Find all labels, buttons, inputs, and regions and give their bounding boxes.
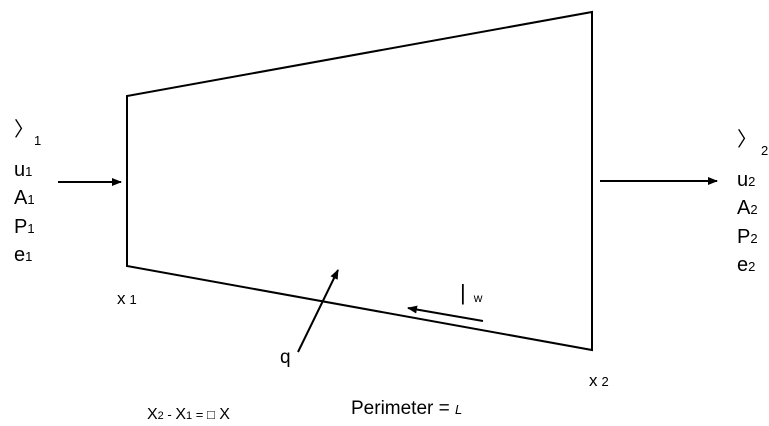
wall-shear-label: |w [460,280,483,305]
outlet-density-label: 〉2 [737,129,768,158]
inlet-energy-label: e1 [14,244,32,266]
wall-shear-arrow [407,305,484,322]
heat-label: q [280,347,291,368]
outlet-energy-label: e2 [737,254,755,276]
inlet-velocity-label: u1 [14,159,32,181]
perimeter-label: Perimeter = L [351,398,462,419]
outlet-velocity-label: u2 [737,169,755,191]
inlet-properties: 〉1 u1 A1 P1 e1 [14,119,41,266]
inlet-density-label: 〉1 [14,119,41,148]
inlet-pressure-label: P1 [14,216,35,238]
length-equation: X2 - X1 = □ X [147,406,230,423]
outlet-pressure-label: P2 [737,226,758,248]
control-volume-outline [126,10,593,352]
outlet-properties: 〉2 u2 A2 P2 e2 [737,129,768,276]
outlet-area-label: A2 [737,197,758,219]
heat-transfer-arrow [297,269,339,353]
inlet-area-label: A1 [14,187,35,209]
